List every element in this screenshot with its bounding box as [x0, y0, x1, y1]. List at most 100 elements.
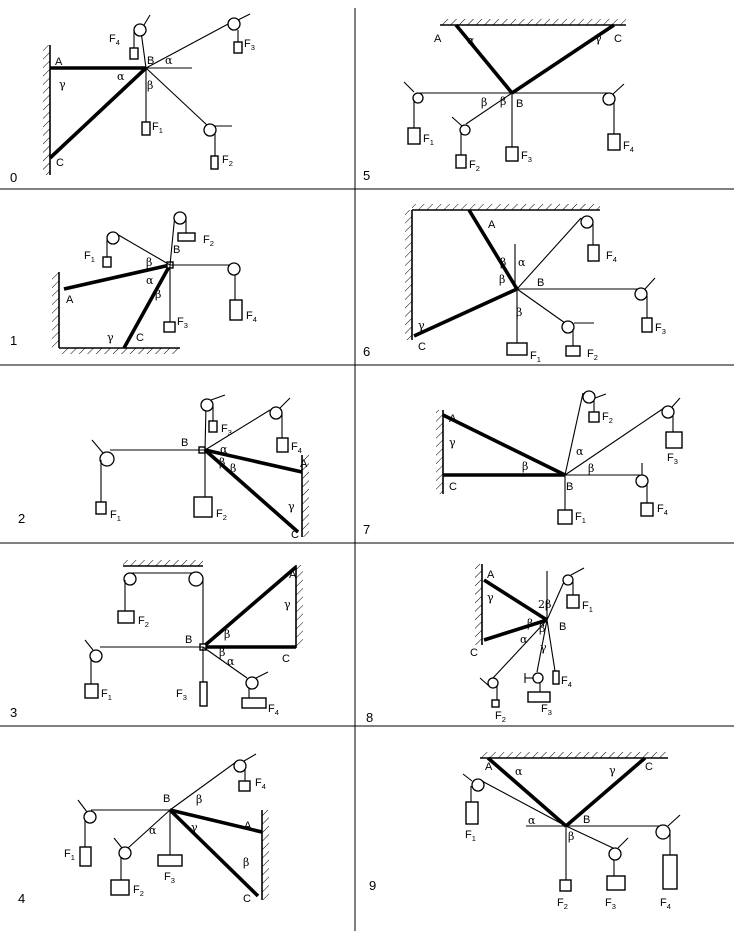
label-F2: F2 — [587, 348, 598, 362]
label-F2: F2 — [469, 159, 480, 173]
label-F2: F2 — [222, 154, 233, 168]
label-C: C — [449, 481, 457, 493]
label-gamma: γ — [288, 500, 295, 513]
grid-lines — [0, 8, 734, 931]
label-F2: F2 — [557, 897, 568, 911]
label-F1: F1 — [530, 350, 541, 364]
label-A: A — [485, 761, 493, 773]
label-F1: F1 — [575, 511, 586, 525]
label-F3: F3 — [177, 316, 188, 330]
label-beta: β — [224, 628, 230, 641]
label-A: A — [289, 569, 297, 581]
label-A: A — [244, 820, 252, 832]
label-beta: β — [516, 306, 522, 319]
label-F3: F3 — [164, 871, 175, 885]
panel-number: 5 — [363, 168, 370, 183]
label-beta: β — [243, 856, 249, 869]
label-alpha: α — [227, 655, 235, 668]
label-B: B — [147, 55, 154, 67]
label-2beta: 2β — [538, 598, 551, 611]
label-gamma: γ — [449, 436, 456, 449]
label-alpha: α — [220, 443, 228, 456]
label-C: C — [418, 341, 426, 353]
label-F1: F1 — [101, 688, 112, 702]
label-F3: F3 — [655, 322, 666, 336]
panel-0: A C B γ α β α F4 F3 F1 F2 0 — [10, 13, 255, 185]
label-beta: β — [499, 273, 505, 286]
label-beta: β — [539, 622, 545, 635]
label-alpha: α — [165, 54, 173, 67]
label-alpha: α — [515, 765, 523, 778]
panel-number: 6 — [363, 344, 370, 359]
panel-8: A C B γ 2β β β α γ F1 F2 F3 F4 8 — [366, 564, 593, 725]
label-alpha: α — [576, 445, 584, 458]
label-beta: β — [147, 79, 153, 92]
label-beta: β — [527, 617, 533, 630]
panel-number: 3 — [10, 705, 17, 720]
label-beta: β — [522, 460, 528, 473]
panel-number: 4 — [18, 891, 25, 906]
label-gamma: γ — [191, 821, 198, 834]
panel-7: A C B γ β α β F1 F2 F3 F4 7 — [363, 390, 683, 537]
label-F3: F3 — [667, 452, 678, 466]
label-gamma: γ — [540, 641, 547, 654]
label-gamma: γ — [284, 598, 291, 611]
label-beta: β — [588, 462, 594, 475]
label-A: A — [55, 56, 63, 68]
label-F1: F1 — [110, 509, 121, 523]
panel-9: A C B α γ α β F1 F2 F3 F4 9 — [369, 752, 681, 911]
label-beta: β — [155, 288, 161, 301]
label-C: C — [291, 529, 299, 541]
label-F3: F3 — [521, 150, 532, 164]
panel-6: A C B β α β β γ F1 F2 F3 F4 6 — [363, 204, 666, 364]
label-A: A — [488, 219, 496, 231]
label-B: B — [559, 621, 566, 633]
label-F2: F2 — [602, 411, 613, 425]
label-B: B — [566, 481, 573, 493]
label-gamma: γ — [595, 32, 602, 45]
label-F4: F4 — [291, 441, 302, 455]
label-F4: F4 — [657, 503, 668, 517]
label-beta: β — [500, 95, 506, 108]
label-B: B — [163, 793, 170, 805]
label-F1: F1 — [64, 848, 75, 862]
label-B: B — [185, 634, 192, 646]
label-beta: β — [500, 256, 506, 269]
panel-number: 7 — [363, 522, 370, 537]
label-F1: F1 — [84, 250, 95, 264]
label-beta: β — [568, 830, 574, 843]
label-alpha: α — [149, 824, 157, 837]
label-B: B — [181, 437, 188, 449]
panel-2: A C B α β β γ F1 F2 F3 F4 2 — [18, 394, 309, 541]
label-F2: F2 — [495, 710, 506, 724]
label-F4: F4 — [660, 897, 671, 911]
label-A: A — [449, 413, 457, 425]
label-alpha: α — [518, 256, 526, 269]
label-F4: F4 — [255, 777, 266, 791]
label-F2: F2 — [203, 234, 214, 248]
label-C: C — [136, 332, 144, 344]
label-B: B — [173, 244, 180, 256]
panel-number: 8 — [366, 710, 373, 725]
label-gamma: γ — [487, 591, 494, 604]
label-F3: F3 — [541, 703, 552, 717]
panel-5: A C B α γ β β F1 F2 F3 F4 5 — [363, 19, 634, 183]
label-A: A — [434, 33, 442, 45]
label-F3: F3 — [244, 38, 255, 52]
label-A: A — [487, 569, 495, 581]
panel-1: A C B β α β γ F1 F2 F3 F4 1 — [10, 211, 257, 354]
label-beta: β — [230, 462, 236, 475]
panel-4: A C B β α γ β F1 F2 F3 F4 4 — [18, 753, 269, 906]
label-F1: F1 — [423, 133, 434, 147]
panel-3: A C B γ β β α F1 F2 F3 F4 3 — [10, 560, 303, 720]
label-F1: F1 — [465, 829, 476, 843]
label-F1: F1 — [152, 121, 163, 135]
label-B: B — [537, 277, 544, 289]
label-F2: F2 — [216, 508, 227, 522]
label-F2: F2 — [138, 615, 149, 629]
label-gamma: γ — [418, 319, 425, 332]
label-alpha: α — [117, 70, 125, 83]
label-C: C — [645, 761, 653, 773]
label-beta: β — [481, 96, 487, 109]
label-F4: F4 — [109, 33, 120, 47]
